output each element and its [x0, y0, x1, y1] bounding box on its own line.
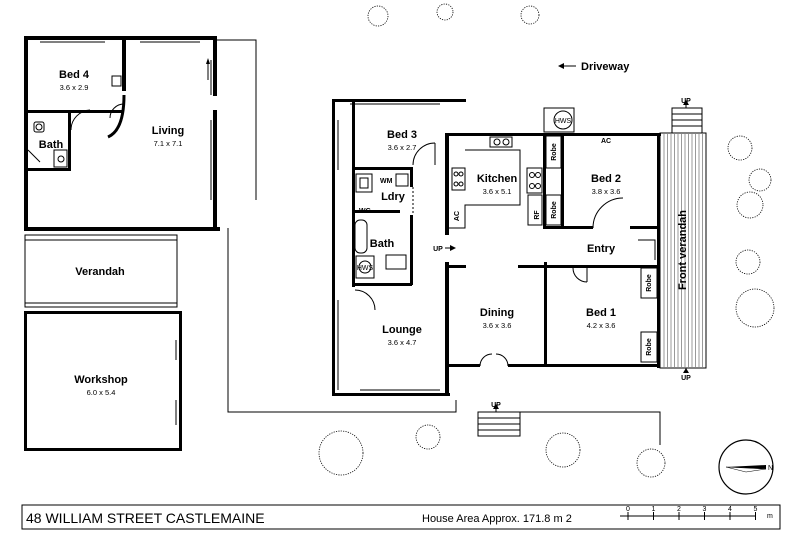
- robe-bed1-bottom-label: Robe: [646, 338, 653, 356]
- room-bed2-dim: 3.8 x 3.6: [592, 187, 621, 196]
- scale-unit: m: [767, 513, 773, 520]
- room-front-verandah-name: Front verandah: [677, 210, 689, 290]
- room-bath-main-name: Bath: [370, 238, 395, 250]
- scale-tick-label: 5: [754, 506, 758, 513]
- driveway-label: Driveway: [581, 61, 630, 73]
- room-living-name: Living: [152, 125, 184, 137]
- room-workshop-dim: 6.0 x 5.4: [87, 388, 116, 397]
- room-bed1-dim: 4.2 x 3.6: [587, 321, 616, 330]
- scale-tick-label: 4: [728, 506, 732, 513]
- wc-label: WC: [359, 208, 371, 215]
- compass-north-label: N: [768, 465, 773, 472]
- compass: N: [718, 439, 774, 495]
- scale-tick-label: 3: [703, 506, 707, 513]
- room-bed1-name: Bed 1: [586, 307, 616, 319]
- room-bed4-dim: 3.6 x 2.9: [60, 83, 89, 92]
- verandah-block: [24, 234, 178, 308]
- room-verandah-name: Verandah: [75, 266, 125, 278]
- up-label-front: UP: [491, 402, 501, 409]
- room-dining-name: Dining: [480, 307, 514, 319]
- room-bath-left-name: Bath: [39, 139, 64, 151]
- ac-top-label: AC: [601, 138, 611, 145]
- rf-label: RF: [534, 210, 541, 220]
- scale-tick-label: 1: [652, 506, 656, 513]
- wm-label: WM: [380, 178, 393, 185]
- living-block: [24, 36, 257, 231]
- room-living-dim: 7.1 x 7.1: [154, 139, 183, 148]
- scale-tick-label: 2: [677, 506, 681, 513]
- scale-tick-label: 0: [626, 506, 630, 513]
- front-verandah-block: [659, 107, 707, 369]
- room-lounge-name: Lounge: [382, 324, 422, 336]
- room-bed4-name: Bed 4: [59, 69, 90, 81]
- trees: [318, 3, 775, 478]
- room-bed3-dim: 3.6 x 2.7: [388, 143, 417, 152]
- up-label-verandah: UP: [681, 375, 691, 382]
- room-bed2-name: Bed 2: [591, 173, 621, 185]
- room-bed3-name: Bed 3: [387, 129, 417, 141]
- house-area: House Area Approx. 171.8 m 2: [422, 513, 572, 525]
- room-kitchen-name: Kitchen: [477, 173, 518, 185]
- room-ldry-name: Ldry: [381, 191, 406, 203]
- room-lounge-dim: 3.6 x 4.7: [388, 338, 417, 347]
- address-title: 48 WILLIAM STREET CASTLEMAINE: [26, 510, 265, 526]
- room-entry-name: Entry: [587, 243, 616, 255]
- robe-bed2-top-label: Robe: [551, 143, 558, 161]
- workshop-block: [24, 311, 182, 451]
- room-workshop-name: Workshop: [74, 374, 128, 386]
- ac-kitchen-label: AC: [454, 211, 461, 221]
- robe-bed1-top-label: Robe: [646, 274, 653, 292]
- up-label-hall: UP: [433, 246, 443, 253]
- footer: 0 1 2 3 4 5: [21, 504, 781, 530]
- robe-bed2-bottom-label: Robe: [551, 201, 558, 219]
- room-dining-dim: 3.6 x 3.6: [483, 321, 512, 330]
- up-label-top: UP: [681, 98, 691, 105]
- hws-label-bath: HWS: [357, 265, 374, 272]
- main-house: [332, 99, 661, 396]
- hws-label-top: HWS: [555, 118, 572, 125]
- room-kitchen-dim: 3.6 x 5.1: [483, 187, 512, 196]
